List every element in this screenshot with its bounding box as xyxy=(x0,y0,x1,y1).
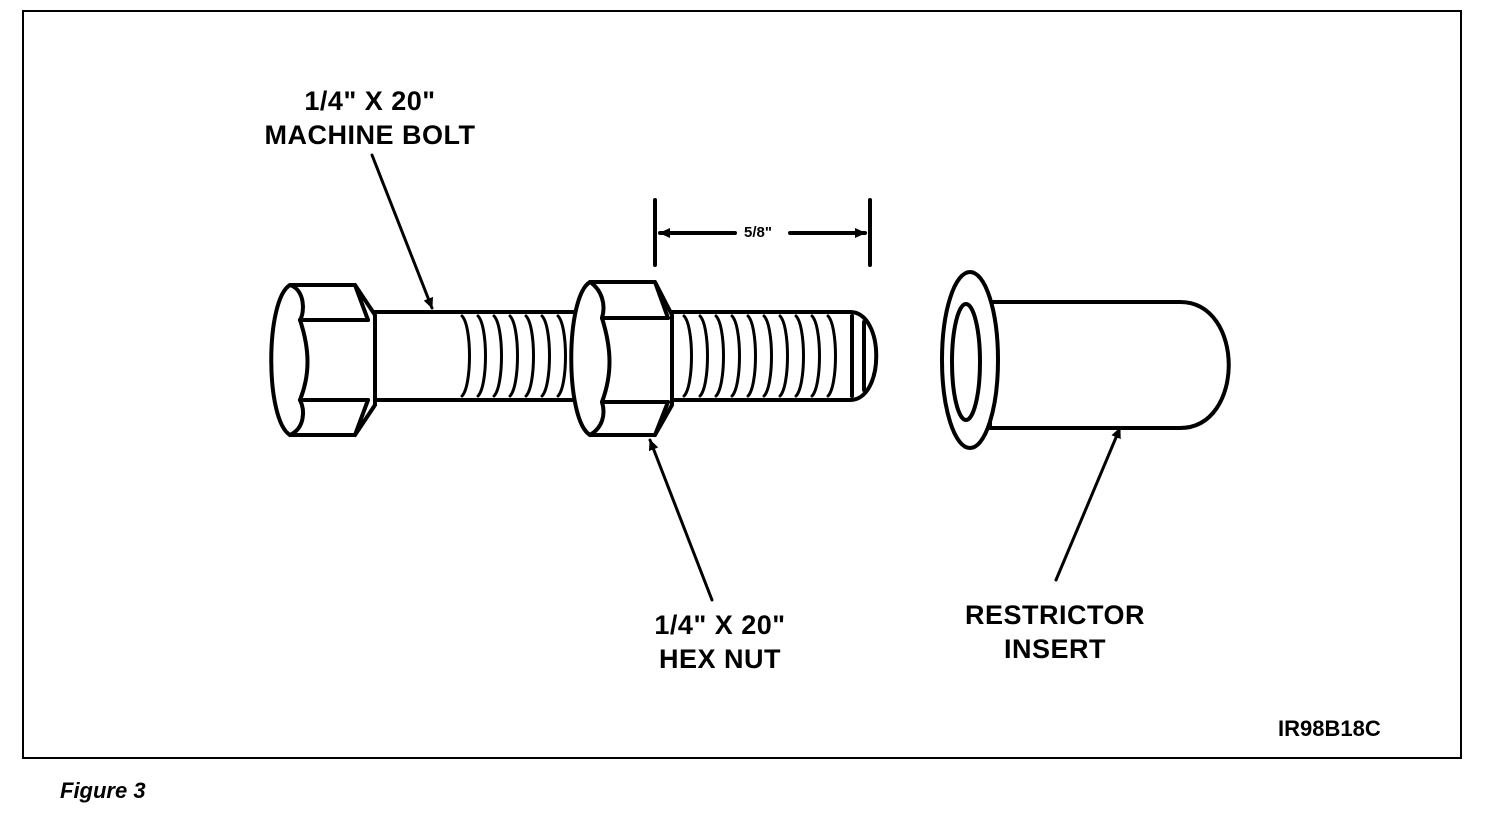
restrictor-insert-line2: INSERT xyxy=(1003,634,1106,664)
leader-arrows xyxy=(370,153,1122,602)
bolt-threads xyxy=(460,314,837,398)
figure-frame xyxy=(22,10,1462,759)
machine-bolt-size: 1/4" X 20" xyxy=(304,86,436,116)
figure-code: IR98B18C xyxy=(1278,716,1381,741)
restrictor-insert xyxy=(940,270,1231,450)
hex-nut-label: 1/4" X 20" HEX NUT xyxy=(620,608,820,676)
dimension-label: 5/8" xyxy=(740,224,776,241)
figure-caption: Figure 3 xyxy=(60,778,146,803)
hex-nut-size: 1/4" X 20" xyxy=(654,610,786,640)
restrictor-insert-line1: RESTRICTOR xyxy=(964,600,1145,630)
dimension-marker xyxy=(653,198,872,267)
hex-nut-name: HEX NUT xyxy=(658,644,781,674)
hex-nut xyxy=(569,280,674,437)
machine-bolt-label: 1/4" X 20" MACHINE BOLT xyxy=(240,84,500,152)
machine-bolt-name: MACHINE BOLT xyxy=(264,120,476,150)
restrictor-insert-label: RESTRICTOR INSERT xyxy=(940,598,1170,666)
bolt-head xyxy=(269,283,377,437)
